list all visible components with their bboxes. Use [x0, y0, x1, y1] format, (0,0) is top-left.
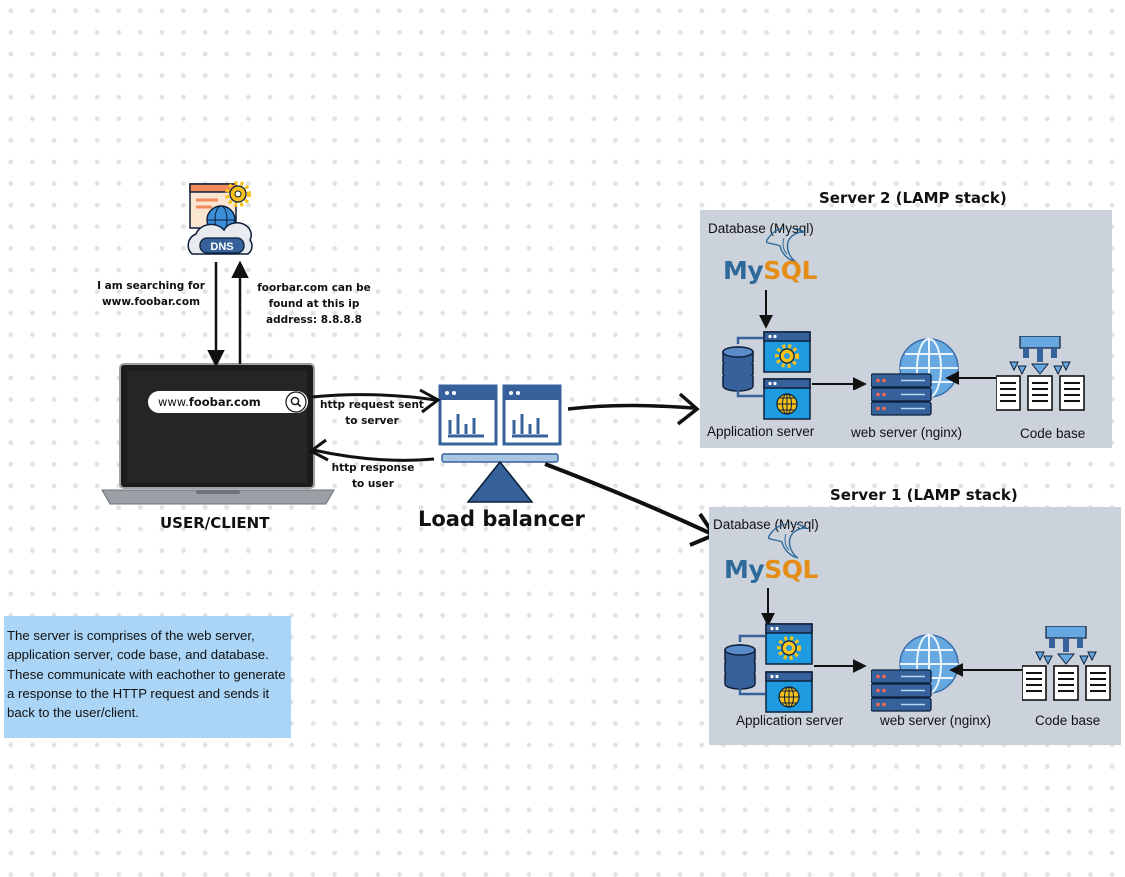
mysql-my: My	[723, 256, 764, 285]
load-balancer-icon	[438, 384, 562, 503]
server2-title: Server 2 (LAMP stack)	[819, 189, 1007, 207]
description-box: The server is comprises of the web serve…	[4, 616, 291, 738]
server2-code-base-label: Code base	[1020, 426, 1086, 441]
client-label: USER/CLIENT	[160, 514, 270, 532]
request-note: http request sent to server	[320, 399, 424, 427]
server2-database-label: Database (Mysql)	[708, 221, 814, 236]
server1-database-label: Database (Mysql)	[713, 517, 819, 532]
load-balancer-label: Load balancer	[418, 507, 585, 531]
server1-code-base-label: Code base	[1035, 713, 1101, 728]
url-domain: foobar.com	[188, 395, 261, 409]
server2-internal-arrows	[812, 371, 996, 390]
server1-app-server-icon	[724, 588, 814, 713]
dns-label: DNS	[210, 241, 233, 253]
lb-to-server1-arrow	[544, 462, 713, 536]
mysql-my: My	[724, 555, 765, 584]
response-arrow	[312, 448, 435, 462]
search-icon[interactable]	[285, 391, 307, 413]
lb-to-server2-arrow	[567, 403, 695, 411]
browser-url-bar[interactable]	[148, 391, 308, 413]
server2-app-server-label: Application server	[707, 424, 815, 439]
server1-internal-arrows	[814, 659, 1022, 677]
server2-app-server-icon	[722, 290, 812, 420]
dns-response-note: foorbar.com can be found at this ip addr…	[257, 282, 371, 326]
server1-app-server-label: Application server	[736, 713, 844, 728]
mysql-sql: SQL	[763, 256, 817, 285]
server1-title: Server 1 (LAMP stack)	[830, 486, 1018, 504]
server1-mysql-logo: MySQL	[724, 555, 818, 584]
url-prefix: www.	[158, 395, 189, 409]
server2-mysql-logo: MySQL	[723, 256, 817, 285]
dns-icon: DNS	[187, 181, 253, 255]
url-text: www.foobar.com	[158, 395, 261, 409]
response-note: http response to user	[331, 462, 415, 490]
server1-web-server-label: web server (nginx)	[880, 713, 992, 728]
server2-web-server-label: web server (nginx)	[851, 425, 963, 440]
dns-query-note: I am searching for www.foobar.com	[97, 280, 205, 308]
request-arrow	[311, 393, 437, 402]
mysql-sql: SQL	[764, 555, 818, 584]
